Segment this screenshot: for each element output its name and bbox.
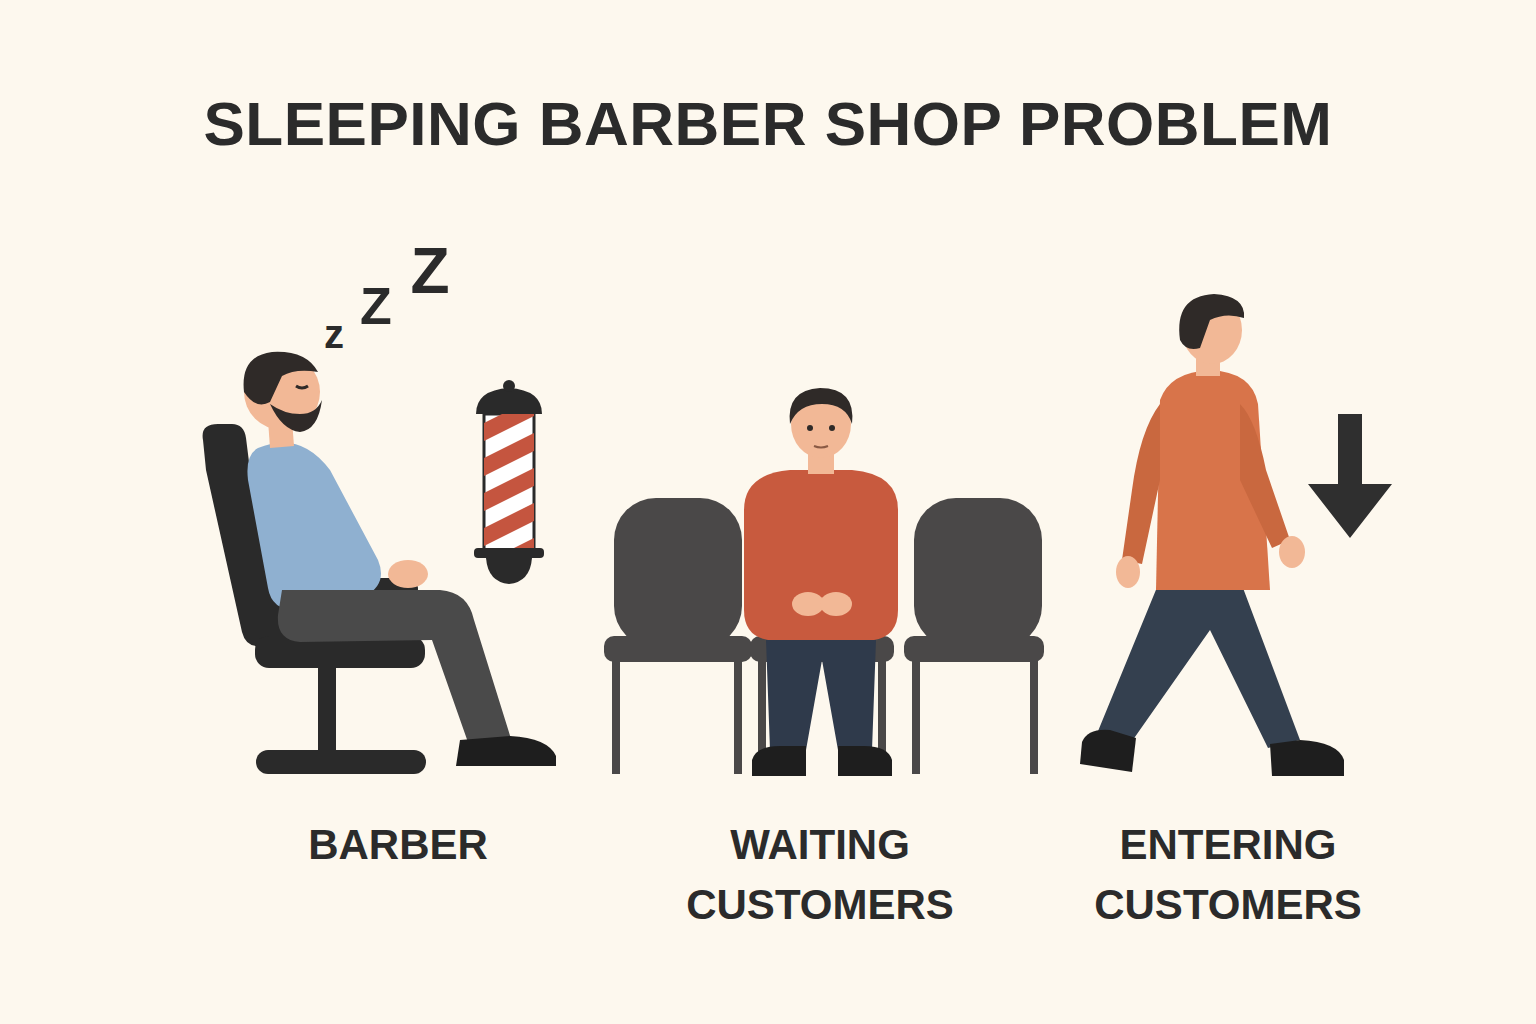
pole-knob — [503, 380, 515, 392]
barber-shoe — [456, 736, 556, 766]
barber-closed-eye — [296, 386, 308, 388]
sleep-letter: Z — [341, 276, 411, 336]
pole-stripes — [484, 414, 534, 550]
chair-leg — [734, 660, 742, 774]
customer-hair — [790, 388, 853, 424]
walker-front-arm — [1240, 404, 1290, 548]
chair-seat — [904, 636, 1044, 662]
caption-label: BARBER — [238, 815, 558, 875]
sleep-letter: Z — [390, 234, 470, 308]
customer-sweater — [744, 470, 898, 640]
caption-label: WAITING CUSTOMERS — [660, 815, 980, 935]
walker-shoe — [1270, 740, 1344, 776]
barber-pants — [278, 590, 512, 748]
walker-back-arm — [1122, 404, 1160, 564]
walker-shoe — [1080, 730, 1136, 772]
barber-hair — [244, 352, 318, 405]
entry-arrow — [1308, 414, 1392, 538]
customer-hand — [820, 592, 852, 616]
chair-back — [614, 498, 742, 648]
customer-eye — [807, 425, 813, 431]
pole-bottom-cap — [486, 558, 532, 584]
waiting-customer — [744, 388, 898, 776]
walker-hand — [1116, 556, 1140, 588]
walker-hand — [1279, 536, 1305, 568]
customer-hand — [792, 592, 824, 616]
entering-customer — [1080, 294, 1344, 776]
chair-leg — [612, 660, 620, 774]
barber-pole — [470, 380, 550, 588]
title: SLEEPING BARBER SHOP PROBLEM — [28, 86, 1508, 162]
customer-shoe — [838, 746, 892, 776]
barber-beard — [270, 400, 322, 432]
barber-figure — [244, 352, 556, 766]
chair-base — [256, 750, 426, 774]
customer-eye — [829, 425, 835, 431]
pole-bottom-ring — [474, 548, 544, 558]
chair-seat — [604, 636, 752, 662]
customer-mouth — [814, 446, 828, 448]
barber-shirt — [247, 442, 381, 610]
barber-hand — [388, 560, 428, 588]
sleep-letter: z — [304, 310, 364, 358]
customer-pants — [766, 640, 876, 750]
chair-leg — [912, 660, 920, 774]
customer-shoe — [752, 746, 806, 776]
walker-pants — [1096, 580, 1300, 748]
caption-label: ENTERING CUSTOMERS — [1068, 815, 1388, 935]
chair-back — [914, 498, 1042, 648]
walker-hair — [1179, 294, 1244, 349]
chair-leg — [1030, 660, 1038, 774]
chair-post — [318, 666, 336, 758]
